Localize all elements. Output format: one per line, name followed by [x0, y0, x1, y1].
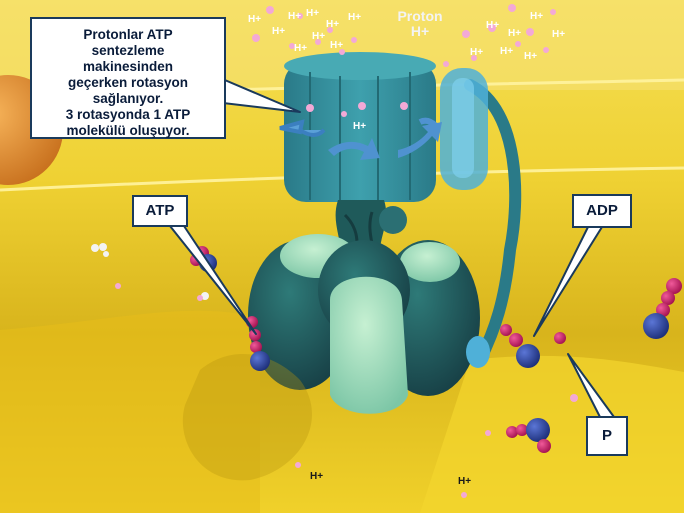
lower-membrane: [420, 355, 684, 513]
rotation-arrow: [279, 119, 326, 137]
hplus-label: H+: [353, 121, 367, 132]
hplus-label: H+: [288, 11, 302, 22]
atp-molecule-bottom: [506, 418, 551, 453]
main-callout: Protonlar ATP sentezleme makinesinden ge…: [30, 17, 226, 139]
adp-molecule: [500, 324, 540, 368]
hplus-label: H+: [500, 46, 514, 57]
atp-molecule-right: [643, 278, 682, 339]
f1-head-light-top-right: [400, 242, 460, 282]
phosphate-label: P: [586, 416, 628, 456]
proton-symbol: H+: [410, 23, 430, 39]
rotor-ring: [284, 62, 436, 202]
callout-line: geçerken rotasyon: [67, 75, 189, 90]
atp-label: ATP: [132, 195, 188, 227]
hplus-label: H+: [458, 476, 472, 487]
matrix-fold: [0, 310, 260, 513]
hplus-label: H+: [470, 47, 484, 58]
hplus-label: H+: [312, 31, 326, 42]
hplus-label: H+: [348, 12, 362, 23]
rotation-arrow: [398, 122, 442, 158]
callout-line: Protonlar ATP: [83, 27, 173, 42]
hplus-label: H+: [486, 20, 500, 31]
hplus-label: H+: [508, 28, 522, 39]
free-phosphate: [554, 332, 566, 344]
callout-line: sentezleme: [91, 43, 165, 58]
atp-molecule-bound: [246, 316, 270, 371]
hplus-label: H+: [530, 11, 544, 22]
matrix-shadow: [182, 353, 312, 481]
hplus-label: H+: [306, 8, 320, 19]
callout-line: molekülü oluşuyor.: [66, 123, 190, 138]
proton-title-text: Proton: [397, 8, 443, 24]
hplus-label: H+: [248, 14, 262, 25]
proton-dots: [115, 4, 578, 498]
callout-line: sağlanıyor.: [92, 91, 164, 106]
hplus-label: H+: [524, 51, 538, 62]
stator-arm: [464, 79, 522, 366]
rotation-arrow: [418, 117, 439, 129]
f1-head-light-front: [330, 276, 408, 414]
hplus-label: H+: [272, 26, 286, 37]
callout-line: 3 rotasyonda 1 ATP: [65, 107, 191, 122]
callout-line: makinesinden: [82, 59, 174, 74]
hplus-label: H+: [330, 40, 344, 51]
hplus-label: H+: [294, 43, 308, 54]
hplus-label: H+: [310, 471, 324, 482]
proton-title: Proton H+: [390, 9, 450, 39]
hplus-label: H+: [326, 19, 340, 30]
hplus-label: H+: [552, 29, 566, 40]
adp-label: ADP: [572, 194, 632, 228]
rotation-arrow: [328, 138, 380, 160]
